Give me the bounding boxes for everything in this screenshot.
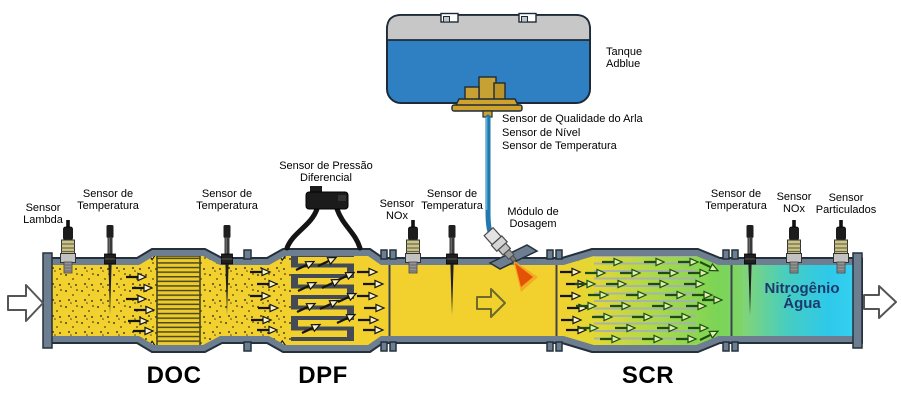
tank-sensor-unit-icon (451, 76, 523, 118)
sensor-nox-1-label: Sensor NOx (379, 198, 415, 222)
sensor-temperature-1-label: Sensor de Temperatura (77, 188, 139, 212)
pipe-inlet-cap (42, 252, 53, 349)
scr-label: SCR (621, 362, 675, 389)
pipe-outlet-cap (852, 252, 863, 349)
sensor-pressao-label: Sensor de Pressão Diferencial (279, 160, 373, 184)
sensor-temperature-2-label: Sensor de Temperatura (196, 188, 258, 212)
doc-label: DOC (146, 362, 202, 389)
tanque-adblue-label: Tanque Adblue (606, 46, 643, 70)
pipe-joint-seams (388, 265, 733, 336)
tank-sensors-label: Sensor de Qualidade do Arla Sensor de Ní… (502, 113, 643, 152)
scr-catalyst-block (594, 256, 696, 345)
dpf-label: DPF (298, 362, 348, 389)
nitrogenio-agua-label: Nitrogênio Água (764, 280, 840, 312)
sensor-lambda-label: Sensor Lambda (23, 202, 63, 226)
dosing-module (483, 226, 539, 292)
outlet-flow-arrow-icon (863, 285, 897, 319)
adblue-tank (386, 12, 591, 118)
dpf-filter-block (291, 256, 354, 341)
mid-flow-arrow-icon (476, 288, 506, 318)
exhaust-pipe (42, 248, 863, 353)
doc-catalyst-block (156, 256, 201, 345)
inlet-flow-arrow-icon (7, 284, 44, 322)
differential-pressure-sensor-icon (284, 186, 363, 251)
sensor-temperature-3-label: Sensor de Temperatura (421, 188, 483, 212)
pipe-flanges (42, 249, 863, 352)
sensor-nox-2-label: Sensor NOx (776, 191, 812, 215)
sensor-particulados-label: Sensor Particulados (815, 192, 877, 216)
modulo-dosagem-label: Módulo de Dosagem (507, 206, 559, 230)
injector-icon (483, 226, 517, 263)
sensor-temperature-4-label: Sensor de Temperatura (705, 188, 767, 212)
adblue-line (485, 114, 495, 239)
